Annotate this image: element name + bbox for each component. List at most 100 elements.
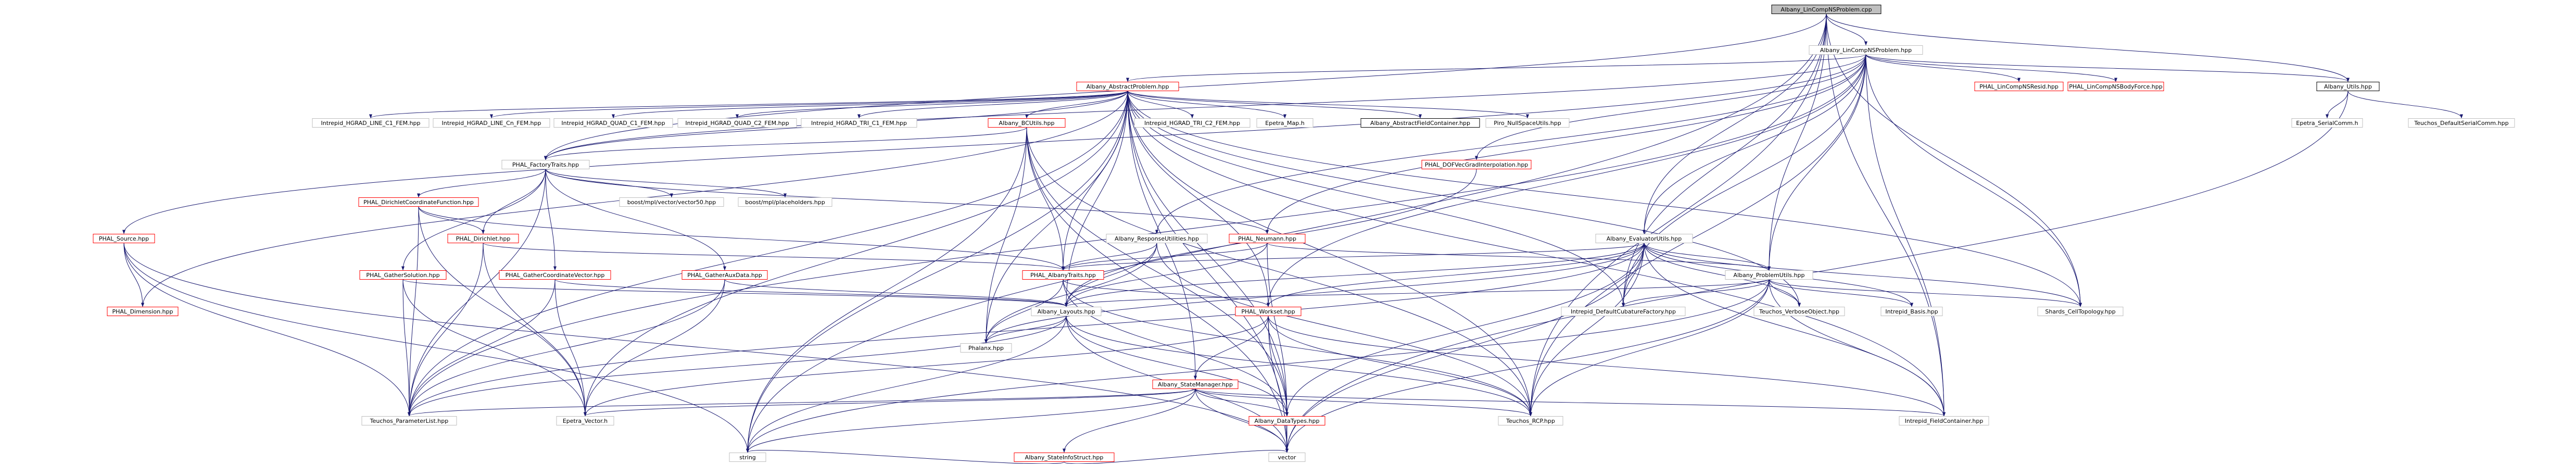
node-dirichlet-coord[interactable]: PHAL_DirichletCoordinateFunction.hpp <box>358 197 479 207</box>
edge-source-to-string <box>123 243 749 453</box>
edge-dirichlet-to-epetra_vector <box>483 243 587 417</box>
node-hgrad-quad-c1[interactable]: Intrepid_HGRAD_QUAD_C1_FEM.hpp <box>553 118 673 128</box>
node-label: Albany_DataTypes.hpp <box>1255 418 1320 424</box>
edge-lincomp_hpp-to-problem_utils <box>1767 54 1866 271</box>
edge-gather_aux-to-epetra_vector <box>584 279 725 417</box>
node-epetra-map[interactable]: Epetra_Map.h <box>1256 118 1314 128</box>
node-teuchos-rcp[interactable]: Teuchos_RCP.hpp <box>1498 416 1563 425</box>
node-abstract-problem[interactable]: Albany_AbstractProblem.hpp <box>1076 82 1179 91</box>
edge-bcutils-to-factory_traits <box>544 127 1027 160</box>
node-default-cubature[interactable]: Intrepid_DefaultCubatureFactory.hpp <box>1561 307 1686 316</box>
node-mpl-placeholders[interactable]: boost/mpl/placeholders.hpp <box>738 197 832 207</box>
edge-evaluator_utils-to-problem_utils <box>1644 243 1771 271</box>
node-response-utilities[interactable]: Albany_ResponseUtilities.hpp <box>1106 234 1208 243</box>
edge-evaluator_utils-to-workset <box>1267 243 1645 307</box>
node-evaluator-utils[interactable]: Albany_EvaluatorUtils.hpp <box>1595 234 1693 243</box>
node-hgrad-line-cn[interactable]: Intrepid_HGRAD_LINE_Cn_FEM.hpp <box>433 118 550 128</box>
edge-abstract_problem-to-layouts <box>1065 91 1128 307</box>
node-hgrad-tri-c1[interactable]: Intrepid_HGRAD_TRI_C1_FEM.hpp <box>801 118 917 128</box>
node-hgrad-line-c1[interactable]: Intrepid_HGRAD_LINE_C1_FEM.hpp <box>312 118 430 128</box>
node-label: Shards_CellTopology.hpp <box>2045 308 2115 315</box>
node-neumann[interactable]: PHAL_Neumann.hpp <box>1229 234 1306 243</box>
edge-gather_aux-to-layouts <box>724 279 1068 307</box>
node-state-info[interactable]: Albany_StateInfoStruct.hpp <box>1014 453 1115 462</box>
node-source[interactable]: PHAL_Source.hpp <box>93 234 155 243</box>
node-hgrad-quad-c2[interactable]: Intrepid_HGRAD_QUAD_C2_FEM.hpp <box>677 118 797 128</box>
edge-lincomp_hpp-to-utils <box>1865 54 2350 82</box>
node-box <box>1014 453 1115 462</box>
edge-factory_traits-to-gather_solution <box>401 169 546 271</box>
node-dirichlet[interactable]: PHAL_Dirichlet.hpp <box>447 234 519 243</box>
node-box <box>312 118 430 128</box>
node-piro-nullspace[interactable]: Piro_NullSpaceUtils.hpp <box>1485 118 1570 128</box>
node-label: PHAL_Source.hpp <box>99 235 149 242</box>
edge-abstract_problem-to-hgrad_line_cn <box>490 91 1128 119</box>
edge-bcutils-to-teuchos_rcp <box>1026 127 1532 417</box>
edge-lincomp_hpp-to-dof_vec_grad <box>1475 54 1866 160</box>
node-problem-utils[interactable]: Albany_ProblemUtils.hpp <box>1725 270 1813 280</box>
node-layouts[interactable]: Albany_Layouts.hpp <box>1031 307 1102 316</box>
node-data-types[interactable]: Albany_DataTypes.hpp <box>1248 416 1325 425</box>
node-label: Intrepid_HGRAD_QUAD_C1_FEM.hpp <box>561 120 665 127</box>
node-utils[interactable]: Albany_Utils.hpp <box>2316 82 2380 91</box>
node-label: Albany_AbstractProblem.hpp <box>1087 83 1169 90</box>
edge-problem_utils-to-string <box>746 279 1770 453</box>
node-mpl-vector50[interactable]: boost/mpl/vector/vector50.hpp <box>619 197 724 207</box>
node-dimension[interactable]: PHAL_Dimension.hpp <box>107 307 179 316</box>
edge-evaluator_utils-to-teuchos_rcp <box>1529 243 1645 417</box>
node-dof-vec-grad[interactable]: PHAL_DOFVecGradInterpolation.hpp <box>1421 160 1532 169</box>
node-label: Albany_Layouts.hpp <box>1038 308 1095 315</box>
node-box <box>556 416 614 425</box>
node-label: PHAL_LinCompNSBodyForce.hpp <box>2069 83 2163 90</box>
node-vector[interactable]: vector <box>1268 453 1306 462</box>
node-box <box>1360 118 1480 128</box>
node-lincomp-resid[interactable]: PHAL_LinCompNSResid.hpp <box>1974 82 2064 91</box>
node-state-manager[interactable]: Albany_StateManager.hpp <box>1152 380 1239 389</box>
node-label: Albany_StateInfoStruct.hpp <box>1025 454 1104 461</box>
node-root[interactable]: Albany_LinCompNSProblem.cpp <box>1771 5 1882 14</box>
node-shards-topology[interactable]: Shards_CellTopology.hpp <box>2037 307 2124 316</box>
edge-root-to-teuchos_rcp <box>1529 14 1827 417</box>
node-intrepid-basis[interactable]: Intrepid_Basis.hpp <box>1880 307 1943 316</box>
node-box <box>2408 118 2515 128</box>
edge-abstract_problem-to-hgrad_quad_c2 <box>736 91 1128 119</box>
node-bcutils[interactable]: Albany_BCUtils.hpp <box>988 118 1066 128</box>
node-epetra-vector[interactable]: Epetra_Vector.h <box>556 416 614 425</box>
node-gather-aux[interactable]: PHAL_GatherAuxData.hpp <box>681 270 768 280</box>
node-gather-coord-vec[interactable]: PHAL_GatherCoordinateVector.hpp <box>499 270 611 280</box>
edge-neumann-to-layouts <box>1065 243 1268 307</box>
node-workset[interactable]: PHAL_Workset.hpp <box>1235 307 1302 316</box>
node-box <box>1809 45 1923 55</box>
edge-state_manager-to-state_info <box>1063 388 1196 453</box>
node-string[interactable]: string <box>729 453 766 462</box>
node-factory-traits[interactable]: PHAL_FactoryTraits.hpp <box>501 160 590 169</box>
edge-bcutils-to-albany_traits <box>1026 127 1065 271</box>
node-phalanx[interactable]: Phalanx.hpp <box>960 343 1012 353</box>
node-epetra-serialcomm[interactable]: Epetra_SerialComm.h <box>2291 118 2363 128</box>
node-abstract-field-container[interactable]: Albany_AbstractFieldContainer.hpp <box>1360 118 1480 128</box>
node-albany-traits[interactable]: PHAL_AlbanyTraits.hpp <box>1022 270 1104 280</box>
node-field-container[interactable]: Intrepid_FieldContainer.hpp <box>1899 416 1989 425</box>
edge-dirichlet_coord-to-albany_traits <box>418 206 1065 271</box>
file-nodes: Albany_LinCompNSProblem.cppAlbany_LinCom… <box>93 5 2515 462</box>
edge-dirichlet-to-parameter_list <box>408 243 484 417</box>
edge-gather_coord_vec-to-parameter_list <box>408 279 555 417</box>
edge-abstract_problem-to-verbose_object <box>1127 91 1801 307</box>
edge-dirichlet-to-albany_traits <box>483 243 1065 271</box>
edge-layouts-to-data_types <box>1066 316 1289 417</box>
node-parameter-list[interactable]: Teuchos_ParameterList.hpp <box>361 416 457 425</box>
edge-factory_traits-to-neumann <box>545 169 1269 234</box>
node-teuchos-defaultserialcomm[interactable]: Teuchos_DefaultSerialComm.hpp <box>2408 118 2515 128</box>
node-label: PHAL_Workset.hpp <box>1241 308 1295 315</box>
node-box <box>553 118 673 128</box>
node-gather-solution[interactable]: PHAL_GatherSolution.hpp <box>359 270 447 280</box>
node-verbose-object[interactable]: Teuchos_VerboseObject.hpp <box>1753 307 1845 316</box>
edge-abstract_problem-to-phalanx <box>984 91 1128 344</box>
node-hgrad-tri-c2[interactable]: Intrepid_HGRAD_TRI_C2_FEM.hpp <box>1134 118 1251 128</box>
node-lincomp-body[interactable]: PHAL_LinCompNSBodyForce.hpp <box>2067 82 2164 91</box>
edge-lincomp_hpp-to-lincomp_resid <box>1865 54 2021 82</box>
node-lincomp-hpp[interactable]: Albany_LinCompNSProblem.hpp <box>1809 45 1923 55</box>
node-box <box>738 197 832 207</box>
edge-state_manager-to-epetra_vector <box>584 388 1196 417</box>
